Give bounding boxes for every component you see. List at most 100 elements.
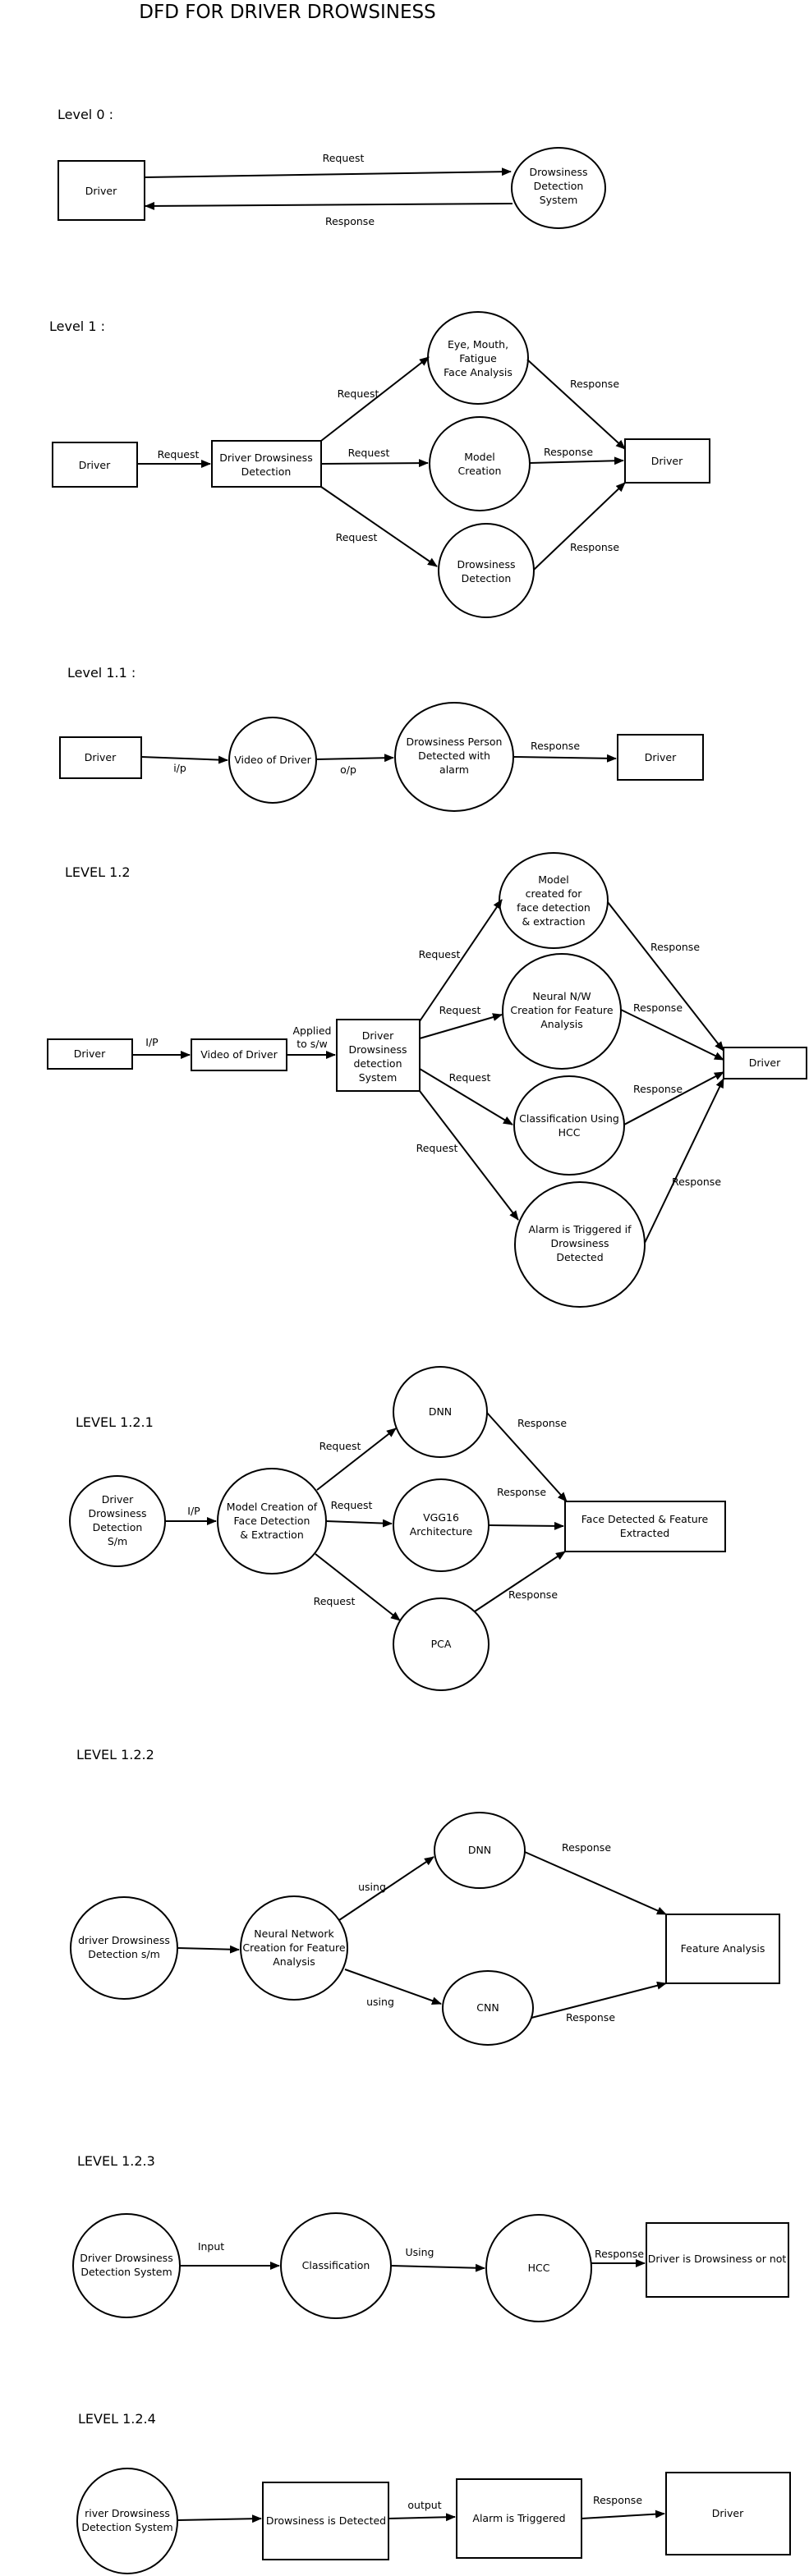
- l121-model-label-1: Model Creation of: [227, 1501, 318, 1513]
- l121-request-dnn-label: Request: [319, 1440, 361, 1452]
- l1-driver-out-node: [624, 438, 710, 484]
- l12-request-model-arrow: [419, 899, 503, 1022]
- l123-result-label: Driver is Drowsiness or not: [648, 2253, 787, 2265]
- level-1-2: LEVEL 1.2 Driver Video of Driver Driver …: [47, 852, 807, 1308]
- l12-request-alarm-label: Request: [416, 1142, 458, 1154]
- l123-classification-label: Classification: [302, 2259, 370, 2271]
- l121-system-label-4: S/m: [108, 1535, 127, 1547]
- l1-face-analysis-label-3: Face Analysis: [444, 366, 513, 378]
- l1-response-face-label: Response: [570, 378, 619, 390]
- l122-response-cnn-label: Response: [566, 2011, 615, 2024]
- l1-model-creation-label-1: Model: [464, 451, 495, 463]
- l1-request-drowsy-label: Request: [336, 531, 378, 543]
- l121-result-node: [564, 1501, 726, 1552]
- l0-driver-label: Driver: [85, 185, 117, 197]
- l121-pca-label: PCA: [431, 1638, 452, 1650]
- l123-result-node: [646, 2222, 789, 2298]
- l12-response-alarm-label: Response: [672, 1176, 721, 1188]
- l12-driver-out-label: Driver: [749, 1057, 781, 1069]
- l1-request-face-arrow: [320, 356, 430, 442]
- l1-driver-in-label: Driver: [79, 459, 111, 471]
- l12-ip-label: I/P: [145, 1036, 159, 1048]
- l12-classification-node: [513, 1075, 625, 1176]
- l12-classification-label-2: HCC: [558, 1126, 581, 1139]
- l121-dnn-node: [393, 1366, 488, 1458]
- l11-response-arrow: [513, 754, 617, 763]
- l121-response-pca-arrow: [474, 1551, 566, 1612]
- l122-cnn-node: [442, 1970, 534, 2046]
- level-0-heading: Level 0 :: [57, 107, 113, 122]
- l122-response-cnn-arrow: [531, 1981, 667, 2019]
- l123-hcc-node: [485, 2214, 592, 2322]
- l121-vgg-label-2: Architecture: [410, 1525, 473, 1538]
- l0-response-label: Response: [325, 215, 375, 227]
- l12-video-label: Video of Driver: [200, 1048, 278, 1061]
- l124-alarm-node: [456, 2478, 582, 2559]
- l12-response-model-arrow: [607, 901, 724, 1052]
- l12-neural-label-2: Creation for Feature: [510, 1004, 614, 1016]
- l12-response-model-label: Response: [650, 941, 700, 953]
- l1-request-face-label: Request: [338, 387, 379, 400]
- l122-response-dnn-arrow: [524, 1851, 667, 1915]
- l121-dnn-label: DNN: [429, 1405, 452, 1418]
- l121-system-label-2: Drowsiness: [89, 1507, 147, 1519]
- l1-detection-node: [211, 440, 322, 488]
- level-1-2-3: LEVEL 1.2.3 Driver Drowsiness Detection …: [72, 2153, 789, 2322]
- l121-system-label-3: Detection: [93, 1521, 143, 1533]
- l12-neural-node: [502, 953, 622, 1070]
- l1-response-drowsy-arrow: [533, 482, 626, 571]
- l0-system-label-1: Drowsiness: [530, 166, 588, 178]
- l124-output-arrow: [388, 2513, 456, 2522]
- l12-model-label-2: created for: [526, 887, 583, 900]
- l122-using-cnn-arrow: [344, 1969, 442, 2005]
- l124-driver-label: Driver: [712, 2507, 744, 2519]
- l122-system-neural-arrow: [177, 1945, 240, 1954]
- l121-response-dnn-label: Response: [517, 1417, 567, 1429]
- l12-neural-label-1: Neural N/W: [532, 990, 591, 1002]
- l121-response-vgg-arrow: [488, 1521, 564, 1530]
- l1-face-analysis-label-2: Fatigue: [459, 352, 497, 364]
- diagram-title: DFD FOR DRIVER DROWSINESS: [139, 2, 435, 23]
- level-1-2-1: LEVEL 1.2.1 Driver Drowsiness Detection …: [69, 1366, 726, 1691]
- l12-request-neural-label: Request: [439, 1004, 481, 1016]
- l121-result-label-1: Face Detected & Feature: [581, 1513, 709, 1525]
- level-1-2-4: LEVEL 1.2.4 river Drowsiness Detection S…: [76, 2411, 791, 2574]
- l0-system-node: [511, 147, 606, 229]
- l122-neural-label-2: Creation for Feature: [242, 1941, 346, 1954]
- l12-request-neural-arrow: [419, 1013, 503, 1039]
- l11-alarm-label-1: Drowsiness Person: [407, 736, 503, 748]
- l121-system-label-1: Driver: [102, 1493, 134, 1506]
- l12-response-class-label: Response: [633, 1083, 683, 1095]
- l124-system-node: [76, 2468, 178, 2574]
- l121-model-label-3: & Extraction: [240, 1529, 304, 1541]
- l121-request-vgg-arrow: [325, 1519, 393, 1528]
- l121-response-vgg-label: Response: [497, 1486, 546, 1498]
- l1-response-drowsy-label: Response: [570, 541, 619, 553]
- l11-op-arrow: [315, 754, 394, 763]
- l121-response-pca-label: Response: [508, 1588, 558, 1601]
- l124-system-detected-arrow: [177, 2514, 262, 2523]
- l11-response-label: Response: [531, 740, 580, 752]
- l122-dnn-node: [434, 1812, 526, 1889]
- l12-alarm-label-3: Detected: [556, 1251, 603, 1263]
- l12-system-label-1: Driver: [362, 1029, 394, 1042]
- l1-request-drowsy-arrow: [320, 486, 438, 567]
- l123-input-label: Input: [198, 2240, 224, 2253]
- l121-model-label-2: Face Detection: [234, 1515, 310, 1527]
- level-0: Level 0 : Driver Drowsiness Detection Sy…: [57, 107, 606, 229]
- l1-detection-label-2: Detection: [241, 465, 292, 478]
- l12-system-label-2: Drowsiness: [349, 1043, 407, 1056]
- l11-video-label: Video of Driver: [234, 754, 311, 766]
- l124-detected-label: Drowsiness is Detected: [266, 2514, 386, 2527]
- l1-response-face-arrow: [526, 359, 626, 450]
- l121-vgg-label-1: VGG16: [423, 1511, 459, 1524]
- level-1-1: Level 1.1 : Driver Video of Driver Drows…: [59, 665, 704, 812]
- l121-request-pca-arrow: [315, 1553, 401, 1621]
- l121-request-pca-label: Request: [314, 1595, 356, 1607]
- l1-face-analysis-label-1: Eye, Mouth,: [448, 338, 508, 351]
- l122-cnn-label: CNN: [476, 2001, 499, 2014]
- l0-response-arrow: [145, 201, 513, 210]
- l12-video-node: [191, 1038, 287, 1071]
- l0-request-label: Request: [323, 152, 365, 164]
- l12-response-neural-label: Response: [633, 1002, 683, 1014]
